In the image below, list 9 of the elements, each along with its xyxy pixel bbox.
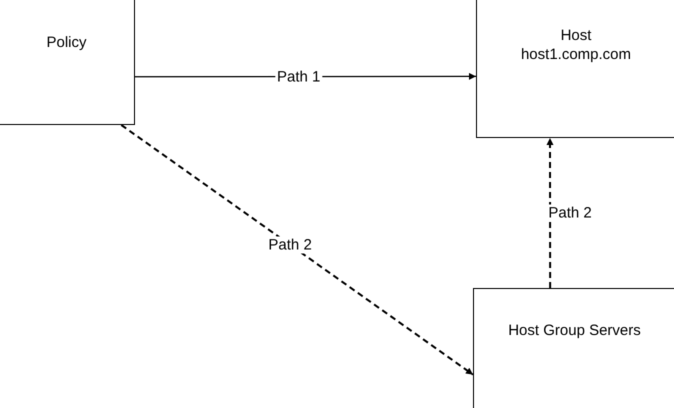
arrow: [120, 124, 474, 376]
process-box: [476, 0, 674, 138]
process-box: [0, 0, 135, 125]
box-text: Host Group Servers: [508, 320, 641, 340]
box-text: Host: [560, 26, 592, 45]
arrow: [546, 138, 554, 288]
box-text: Policy: [46, 33, 86, 52]
process-box: [473, 288, 674, 408]
box-text: host1.comp.com: [520, 45, 632, 64]
